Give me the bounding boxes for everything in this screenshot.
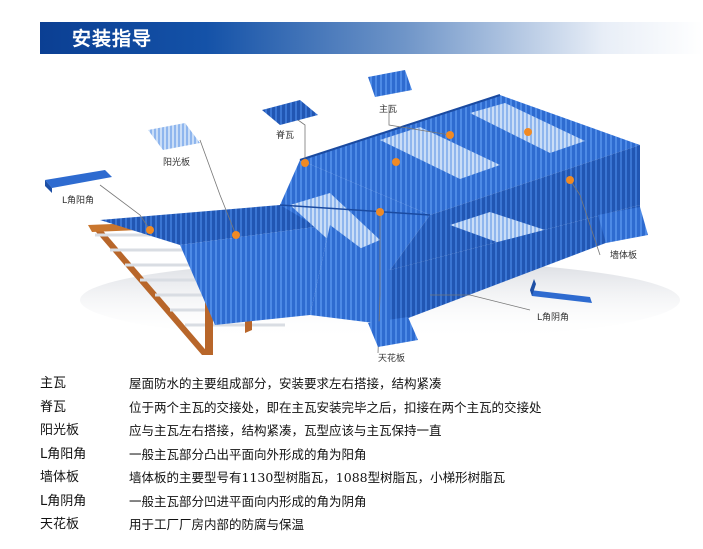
legend-desc: 墙体板的主要型号有1130型树脂瓦，1088型树脂瓦，小梯形树脂瓦	[129, 470, 506, 485]
main-tile-icon	[368, 70, 412, 97]
legend-item: 脊瓦 位于两个主瓦的交接处，即在主瓦安装完毕之后，扣接在两个主瓦的交接处	[40, 396, 690, 420]
skylight-icon	[148, 123, 200, 150]
legend-term: 阳光板	[40, 423, 80, 438]
legend-term: 天花板	[40, 517, 80, 532]
legend-item: L角阴角 一般主瓦部分凹进平面向内形成的角为阴角	[40, 490, 690, 514]
l-inner-corner-icon	[530, 279, 592, 303]
front-wall-panel	[310, 225, 390, 325]
skylight-strip	[380, 127, 500, 179]
legend-item: L角阳角 一般主瓦部分凸出平面向外形成的角为阳角	[40, 443, 690, 467]
label-skylight: 阳光板	[163, 158, 191, 168]
label-ridge-tile: 脊瓦	[276, 131, 295, 141]
legend-list: 主瓦 屋面防水的主要组成部分，安装要求左右搭接，结构紧凑 脊瓦 位于两个主瓦的交…	[40, 372, 690, 537]
callout-dots	[146, 128, 574, 239]
main-roof-front-slope	[280, 160, 430, 270]
building-illustration	[45, 70, 680, 355]
legend-desc: 应与主瓦左右搭接，结构紧凑，瓦型应该与主瓦保持一直	[129, 423, 442, 438]
legend-item: 天花板 用于工厂厂房内部的防腐与保温	[40, 513, 690, 537]
wall-panel-icon	[598, 207, 648, 243]
legend-item: 主瓦 屋面防水的主要组成部分，安装要求左右搭接，结构紧凑	[40, 372, 690, 396]
skylight-strip	[470, 103, 585, 153]
ridge-line	[299, 94, 501, 161]
legend-term: 墙体板	[40, 470, 80, 485]
front-lower-roof-left	[100, 205, 330, 245]
legend-term: 脊瓦	[40, 399, 67, 415]
legend-term: L角阴角	[40, 493, 87, 509]
legend-term: L角阳角	[40, 446, 87, 462]
skylight-strip	[290, 193, 380, 255]
legend-item: 阳光板 应与主瓦左右搭接，结构紧凑，瓦型应该与主瓦保持一直	[40, 419, 690, 443]
legend-desc: 一般主瓦部分凸出平面向外形成的角为阳角	[129, 446, 367, 462]
legend-desc: 用于工厂厂房内部的防腐与保温	[129, 517, 305, 532]
legend-item: 墙体板 墙体板的主要型号有1130型树脂瓦，1088型树脂瓦，小梯形树脂瓦	[40, 466, 690, 490]
label-l-outer-corner: L角阳角	[62, 196, 95, 206]
main-roof-right	[390, 145, 640, 270]
legend-desc: 位于两个主瓦的交接处，即在主瓦安装完毕之后，扣接在两个主瓦的交接处	[129, 399, 542, 415]
label-wall-panel: 墙体板	[610, 251, 638, 261]
section-header-bar	[40, 22, 703, 54]
ridge-tile-icon	[262, 100, 318, 125]
legend-term: 主瓦	[40, 376, 67, 391]
ceiling-icon	[368, 317, 418, 347]
front-lower-roof-right	[180, 225, 330, 325]
installation-diagram: 主瓦 脊瓦 阳光板 L角阳角 墙体板 L角阴角 天花板	[0, 55, 703, 365]
legend-desc: 屋面防水的主要组成部分，安装要求左右搭接，结构紧凑	[129, 376, 442, 391]
l-outer-corner-icon	[45, 170, 112, 193]
label-ceiling: 天花板	[378, 354, 406, 364]
section-title: 安装指导	[72, 28, 153, 50]
label-main-tile: 主瓦	[379, 105, 398, 115]
label-l-inner-corner: L角阴角	[537, 313, 570, 323]
legend-desc: 一般主瓦部分凹进平面向内形成的角为阴角	[129, 493, 367, 509]
